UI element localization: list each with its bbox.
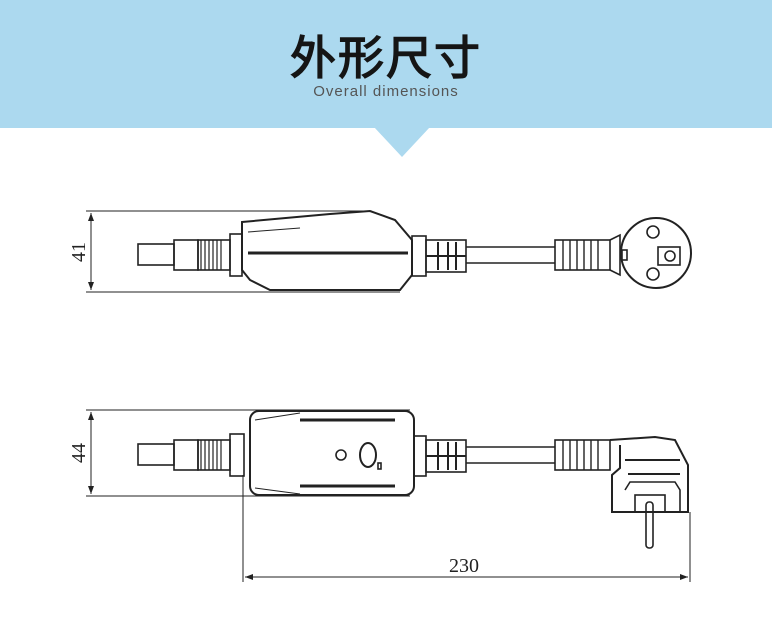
top-view: 41 — [68, 209, 692, 293]
dim-41: 41 — [68, 242, 90, 262]
dim-230: 230 — [449, 555, 479, 577]
header-banner — [0, 0, 772, 128]
page-subtitle: Overall dimensions — [313, 83, 459, 100]
dim-44: 44 — [68, 443, 90, 463]
banner-pointer — [374, 127, 430, 157]
length-dimension: 230 — [242, 475, 691, 582]
page-title: 外形尺寸 — [290, 31, 482, 85]
front-view: 44 — [68, 409, 689, 549]
